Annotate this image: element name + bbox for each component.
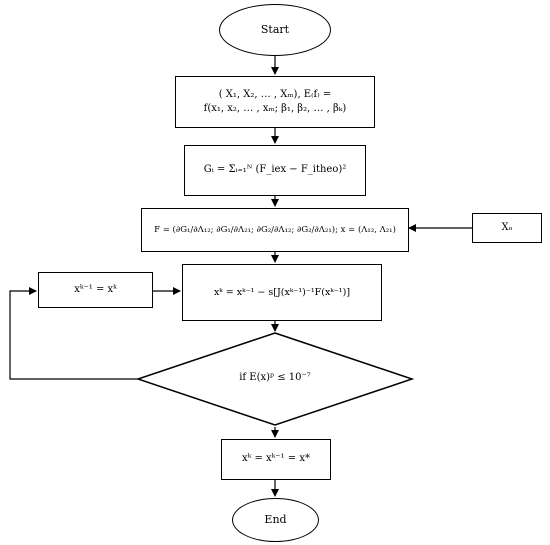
inputs-line-2: f(x₁, x₂, … , xₘ; β₁, β₂, … , βₖ) — [203, 103, 347, 114]
result-box: xᵏ = xᵏ⁻¹ = x* — [221, 439, 331, 480]
objective-function-box: Gᵢ = Σᵢ₌₁ᴺ (F_iex − F_itheo)² — [184, 145, 366, 196]
start-label: Start — [260, 23, 290, 37]
jacobian-box: F = (∂G₁/∂Λ₁₂; ∂G₁/∂Λ₂₁; ∂G₂/∂Λ₁₂; ∂G₂/∂… — [141, 208, 409, 252]
objective-function-formula: Gᵢ = Σᵢ₌₁ᴺ (F_iex − F_itheo)² — [203, 164, 347, 176]
inputs-line-1: ( X₁, X₂, … , Xₘ), E₍f₎ = — [218, 88, 332, 100]
reassign-box: xᵏ⁻¹ = xᵏ — [38, 272, 153, 308]
decision-diamond — [135, 332, 415, 426]
newton-update-formula: xᵏ = xᵏ⁻¹ − s[J(xᵏ⁻¹)⁻¹F(xᵏ⁻¹)] — [213, 286, 351, 298]
decision-label-wrap: if E(x)ᵖ ≤ 10⁻⁷ — [178, 364, 372, 392]
arrow-decision-to-reassign — [9, 287, 138, 380]
end-label: End — [264, 513, 287, 527]
end-terminal: End — [232, 498, 319, 542]
initial-value-label: Xₒ — [501, 221, 513, 233]
start-terminal: Start — [219, 4, 331, 56]
jacobian-formula: F = (∂G₁/∂Λ₁₂; ∂G₁/∂Λ₂₁; ∂G₂/∂Λ₁₂; ∂G₂/∂… — [154, 224, 396, 235]
newton-update-box: xᵏ = xᵏ⁻¹ − s[J(xᵏ⁻¹)⁻¹F(xᵏ⁻¹)] — [182, 264, 382, 321]
inputs-box: ( X₁, X₂, … , Xₘ), E₍f₎ = f(x₁, x₂, … , … — [175, 76, 375, 128]
result-formula: xᵏ = xᵏ⁻¹ = x* — [242, 453, 310, 465]
initial-value-box: Xₒ — [472, 213, 542, 243]
decision-label: if E(x)ᵖ ≤ 10⁻⁷ — [239, 371, 311, 383]
reassign-formula: xᵏ⁻¹ = xᵏ — [74, 283, 117, 295]
